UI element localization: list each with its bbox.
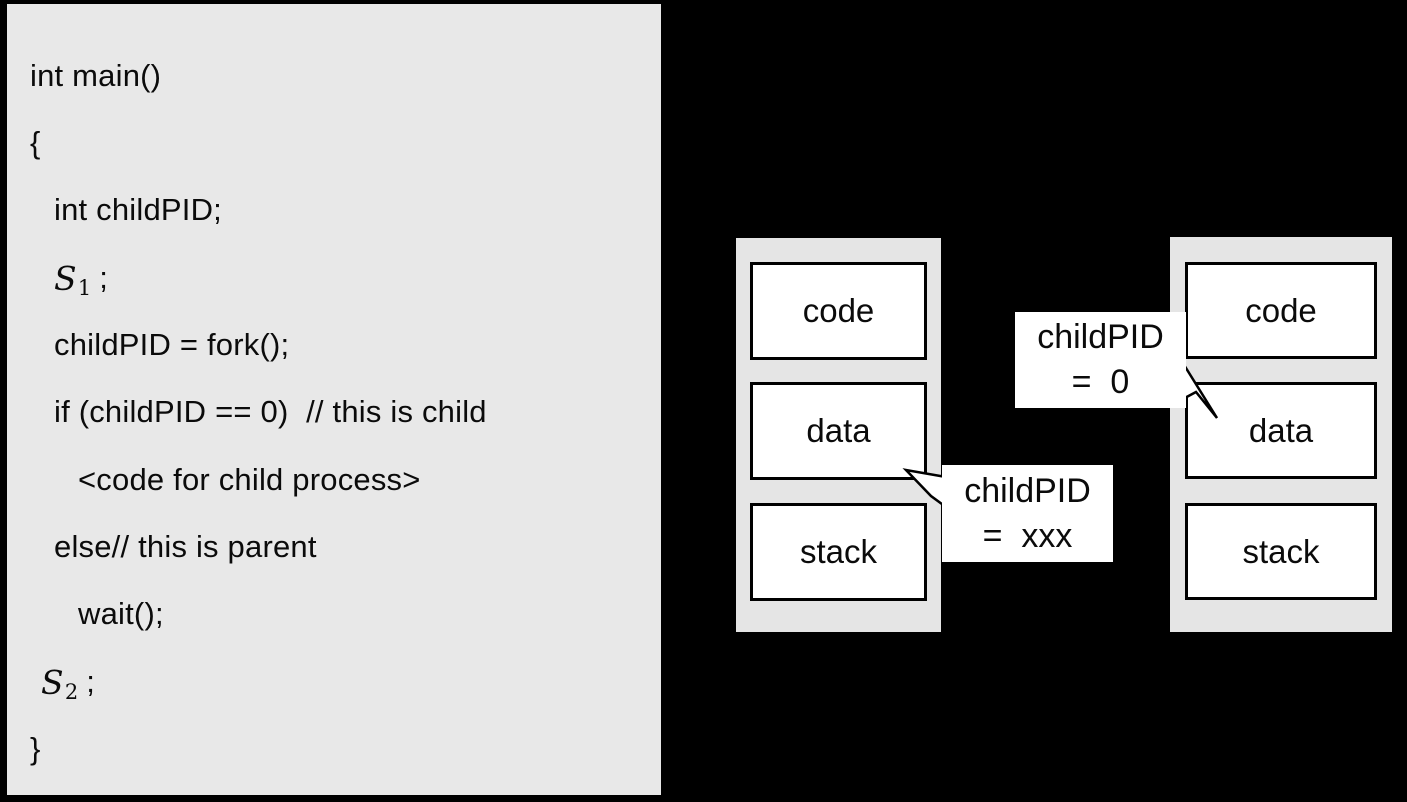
s1-symbol: S [54,258,77,298]
code-line-wait: wait(); [78,596,164,631]
child-code-segment: code [1185,262,1377,359]
code-line-if-child: if (childPID == 0) // this is child [54,394,487,429]
child-data-label: data [1248,411,1314,449]
parent-code-segment: code [750,262,927,360]
parent-process-memory: code data stack [736,238,941,632]
child-process-memory: code data stack [1170,237,1392,632]
child-data-segment: data [1185,382,1377,479]
parent-stack-segment: stack [750,503,927,601]
parent-data-label: data [806,412,871,449]
s2-symbol: S [41,662,64,702]
parent-data-segment: data [750,382,927,480]
callout-zero-line2: = 0 [1071,363,1130,401]
callout-xxx-line1: childPID [964,471,1091,510]
code-line-close-brace: } [30,731,41,766]
code-line-fork: childPID = fork(); [54,327,290,362]
parent-code-label: code [802,292,875,329]
s2-semicolon: ; [77,664,96,699]
parent-stack-label: stack [799,533,878,570]
callout-xxx-line2: = xxx [982,516,1073,555]
code-line-else-parent: else// this is parent [54,529,317,564]
callout-zero-line1: childPID [1037,318,1164,356]
code-line-open-brace: { [30,125,41,160]
child-code-label: code [1245,291,1317,329]
s1-semicolon: ; [90,260,109,295]
code-line-int-childpid: int childPID; [54,192,222,227]
s1-subscript: 1 [77,276,92,300]
callout-childpid-0: childPID = 0 [1015,312,1186,408]
child-stack-segment: stack [1185,503,1377,600]
s2-subscript: 2 [64,680,79,704]
code-line-child-code: <code for child process> [78,462,421,497]
child-stack-label: stack [1242,532,1320,570]
code-line-int-main: int main() [30,58,162,93]
callout-childpid-xxx: childPID = xxx [942,465,1113,562]
